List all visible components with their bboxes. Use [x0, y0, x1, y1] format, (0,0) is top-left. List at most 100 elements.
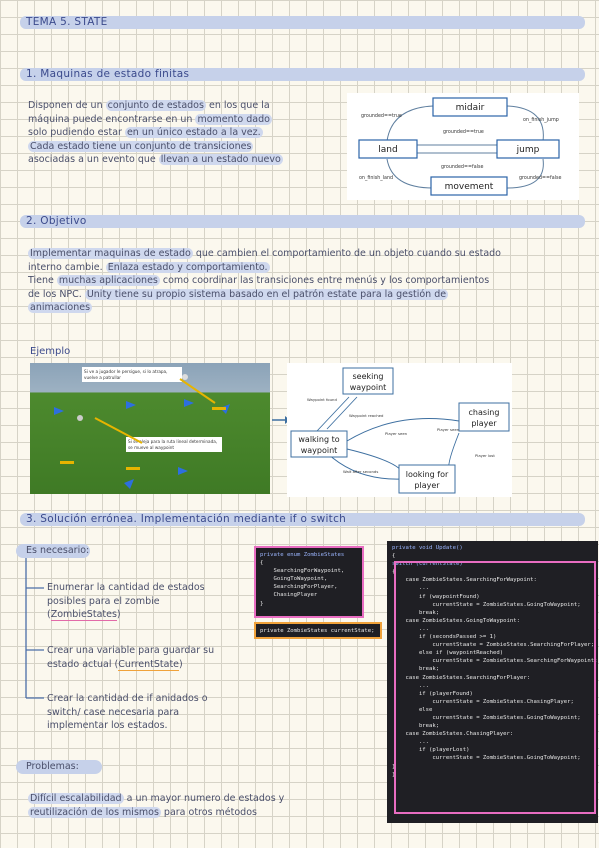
text-segment: asociadas a un evento que — [28, 154, 159, 165]
highlighted-text: reutilización de los mismos — [28, 806, 161, 818]
state-movement — [430, 176, 508, 196]
code-line: case ZombieStates.SearchingForWaypoint: — [392, 577, 537, 584]
text-segment: para otros métodos — [160, 806, 257, 818]
text-segment: ) — [116, 609, 121, 620]
code-line: ChasingPlayer — [260, 592, 318, 599]
code-line: currentState = ZombieStates.SearchingFor… — [392, 658, 598, 665]
section-1-band — [20, 68, 585, 81]
highlighted-text: Unity tiene su propio sistema basado en … — [84, 288, 449, 300]
section-2-text: Implementar maquinas de estado que cambi… — [28, 247, 588, 315]
code-line: ... — [392, 682, 430, 689]
tree-lines — [25, 558, 44, 699]
highlighted-text: Difícil escalabilidad — [28, 793, 124, 804]
state-midair — [432, 97, 508, 117]
example-label: Ejemplo — [30, 346, 71, 357]
code-line: currentState = ZombieStates.GoingToWaypo… — [392, 601, 581, 608]
highlighted-text: muchas aplicaciones — [56, 275, 160, 286]
highlighted-text: conjunto de estados — [105, 100, 206, 111]
highlighted-text: momento dado — [195, 113, 272, 125]
highlighted-text: Implementar maquinas de estado — [28, 248, 193, 259]
text-segment: posibles para el zombie — [47, 595, 160, 607]
update-code-block: private void Update() {switch (currentSta… — [387, 541, 598, 823]
text-line: asociadas a un evento que llevan a un es… — [28, 153, 338, 167]
text-line: Crear la cantidad de if anidados o — [47, 692, 257, 706]
svg-text:walking to: walking to — [298, 435, 339, 444]
code-line: currentStaate = ZombieStates.SearchingFo… — [392, 642, 595, 649]
state-chasing-player — [458, 402, 510, 432]
text-segment: a un mayor numero de estados y — [123, 793, 285, 804]
svg-text:looking for: looking for — [406, 470, 449, 479]
state-land — [358, 139, 418, 159]
svg-text:Wait after seconds: Wait after seconds — [343, 469, 378, 474]
code-line: if (playerLost) — [392, 747, 470, 754]
svg-text:Player seen: Player seen — [437, 427, 460, 432]
code-line: case ZombieStates.SearchingForPlayer: — [392, 674, 531, 681]
code-line: else if (waypointReached) — [392, 650, 504, 657]
code-line: if (waypointFound) — [392, 593, 480, 600]
transition-3: on_finish_jump — [523, 117, 559, 123]
code-line: switch (currentState) — [392, 561, 463, 568]
svg-text:Waypoint found: Waypoint found — [307, 397, 337, 402]
text-line: Tiene muchas aplicaciones como coordinar… — [28, 274, 588, 288]
text-segment: interno cambie. — [28, 261, 106, 273]
text-line: reutilización de los mismos para otros m… — [28, 806, 358, 820]
text-segment: como coordinar las transiciones entre me… — [159, 275, 490, 286]
game-note-1: Si ve a jugador le persigue, si lo atrap… — [82, 367, 182, 382]
highlighted-text: llevan a un estado nuevo — [158, 154, 283, 165]
svg-text:waypoint: waypoint — [350, 383, 387, 392]
code-line: SearchingForPlayer, — [260, 584, 338, 591]
necesario-pill — [16, 544, 90, 558]
text-line: solo pudiendo estar en un único estado a… — [28, 126, 338, 140]
text-line: animaciones — [28, 301, 588, 315]
text-segment: ( — [47, 609, 51, 620]
necesario-label: Es necesario: — [26, 545, 90, 556]
code-line: if (secondsPassed >= 1) — [392, 634, 497, 641]
label-movement: movement — [445, 182, 494, 192]
label-midair: midair — [456, 103, 485, 113]
svg-text:player: player — [471, 419, 497, 428]
code-line: case ZombieStates.ChasingPlayer: — [392, 731, 514, 738]
text-line: interno cambie. Enlaza estado y comporta… — [28, 261, 588, 275]
text-line: Difícil escalabilidad a un mayor numero … — [28, 792, 358, 806]
state-jump — [496, 139, 560, 159]
svg-text:Player lost: Player lost — [475, 453, 495, 458]
state-seeking-waypoint — [342, 367, 394, 395]
code-line: { — [260, 560, 264, 567]
section-2-band — [20, 215, 585, 228]
code-line: { — [392, 569, 396, 576]
transition-1: grounded==true — [361, 113, 402, 119]
problemas-pill — [16, 760, 102, 774]
section-1-title: 1. Maquinas de estado finitas — [26, 68, 190, 80]
code-line: break; — [392, 723, 440, 730]
code-line: ... — [392, 585, 430, 592]
code-line: } — [392, 763, 396, 770]
svg-text:chasing: chasing — [469, 408, 500, 417]
svg-text:Player seen: Player seen — [385, 431, 408, 436]
section-3-title: 3. Solución errónea. Implementación medi… — [26, 513, 347, 525]
highlighted-text: en un único estado a la vez. — [124, 127, 263, 138]
code-line: ... — [392, 625, 430, 632]
section-1-text: Disponen de un conjunto de estados en lo… — [28, 99, 338, 167]
label-land: land — [378, 145, 397, 155]
label-jump: jump — [516, 145, 540, 155]
game-screenshot: Si ve a jugador le persigue, si lo atrap… — [30, 363, 270, 494]
svg-text:Waypoint reached: Waypoint reached — [349, 413, 384, 418]
text-line: máquina puede encontrarse en un momento … — [28, 113, 338, 127]
text-line: Disponen de un conjunto de estados en lo… — [28, 99, 338, 113]
text-line: Crear una variable para guardar su — [47, 644, 257, 658]
code-line: GoingToWaypoint, — [260, 576, 328, 583]
text-segment: Disponen de un — [28, 100, 106, 111]
text-segment: Crear una variable para guardar su — [47, 645, 215, 656]
code-line: private enum ZombieStates — [260, 552, 345, 558]
code-line: break; — [392, 666, 440, 673]
var-code-block: private ZombieStates currentState; — [254, 622, 382, 639]
state-diagram-2: seeking waypoint walking to waypoint cha… — [287, 363, 512, 497]
code-line: private void Update() — [392, 545, 463, 551]
code-line: } — [260, 600, 264, 607]
transition-6: grounded==false — [519, 175, 561, 181]
state-walking-to-waypoint — [290, 430, 348, 458]
text-segment: Tiene — [28, 275, 57, 286]
